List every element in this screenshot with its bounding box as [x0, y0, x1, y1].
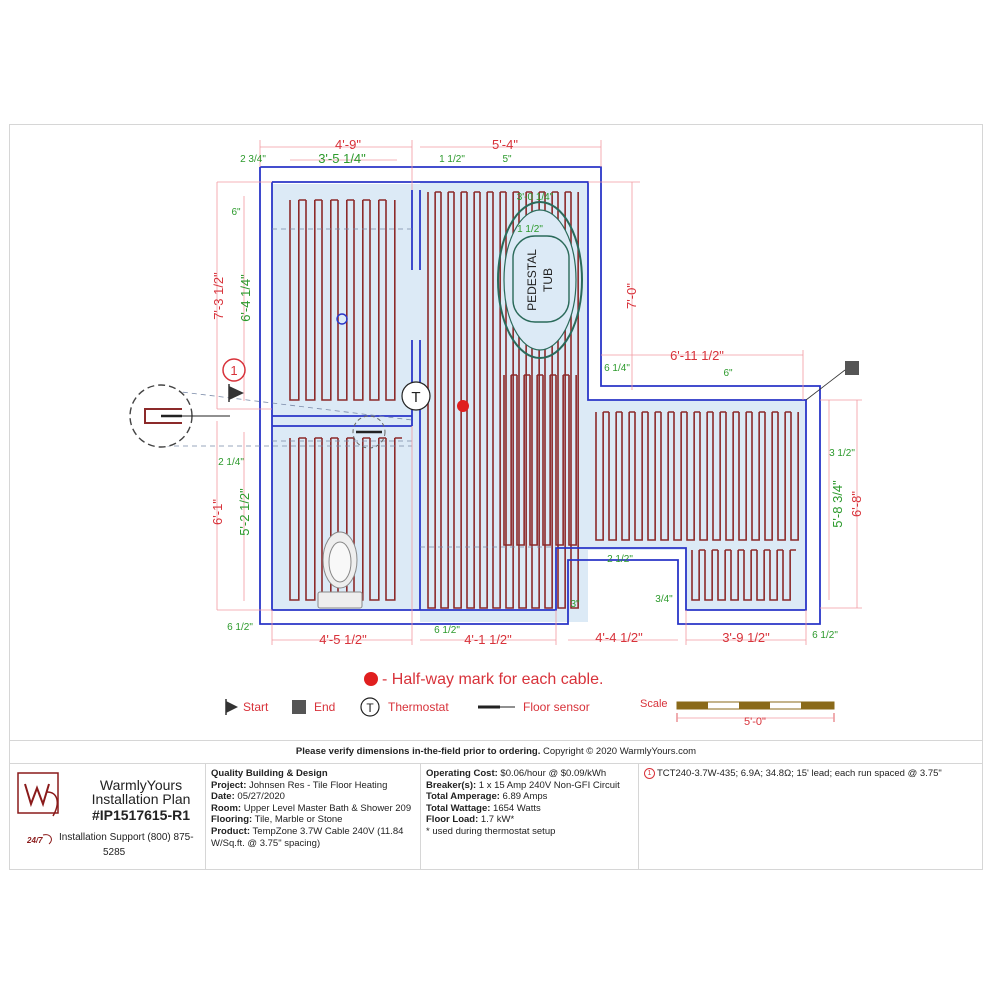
svg-text:4'-1 1/2": 4'-1 1/2" — [464, 632, 512, 647]
room-value: Upper Level Master Bath & Shower 209 — [241, 802, 412, 814]
cable-end-leader — [805, 369, 846, 401]
svg-text:5": 5" — [502, 154, 512, 165]
svg-text:2 1/4": 2 1/4" — [218, 457, 244, 468]
svg-text:6 1/2": 6 1/2" — [812, 630, 838, 641]
dimension-lines — [216, 140, 862, 645]
cable-run — [289, 199, 396, 401]
flooring-value: Tile, Marble or Stone — [252, 814, 343, 826]
amperage-value: 6.89 Amps — [499, 791, 548, 803]
scale-length: 5'-0" — [744, 716, 766, 728]
svg-text:3": 3" — [570, 599, 580, 610]
svg-text:5'-4": 5'-4" — [492, 137, 518, 152]
svg-text:4'-4 1/2": 4'-4 1/2" — [595, 630, 643, 645]
cable-run — [503, 374, 577, 546]
svg-text:3'-0 1/4": 3'-0 1/4" — [517, 192, 554, 203]
halfway-mark — [457, 400, 469, 412]
legend-thermostat-icon: T — [360, 697, 380, 717]
dimension-labels: 4'-9" 5'-4" 3'-5 1/4" 2 3/4" 1 1/2" 5" 3… — [210, 137, 864, 647]
svg-text:T: T — [366, 701, 374, 715]
pedestal-tub: PEDESTAL TUB — [497, 201, 583, 359]
cable-end-marker — [845, 361, 859, 375]
cable-number: 1 — [644, 768, 655, 779]
cable-run — [691, 549, 796, 601]
cost-value: $0.06/hour @ $0.09/kWh — [497, 768, 607, 779]
svg-text:2 3/4": 2 3/4" — [240, 154, 266, 165]
tub-label-line2: TUB — [541, 268, 555, 292]
setup-note: * used during thermostat setup — [426, 825, 556, 837]
svg-text:1 1/2": 1 1/2" — [439, 154, 465, 165]
brand-block: WarmlyYours Installation Plan #IP1517615… — [9, 764, 206, 870]
svg-text:6": 6" — [231, 207, 241, 218]
svg-text:4'-9": 4'-9" — [335, 137, 361, 152]
verify-notice: Please verify dimensions in-the-field pr… — [9, 740, 983, 764]
plan-id: #IP1517615-R1 — [91, 807, 191, 823]
svg-text:3'-5 1/4": 3'-5 1/4" — [318, 151, 366, 166]
breaker-value: 1 x 15 Amp 240V Non-GFI Circuit — [476, 779, 620, 791]
svg-text:6 1/2": 6 1/2" — [227, 622, 253, 633]
shower-drain — [336, 313, 348, 325]
legend-floor-sensor-text: Floor sensor — [523, 700, 590, 714]
tub-label-line1: PEDESTAL — [525, 249, 539, 311]
svg-text:6'-1": 6'-1" — [210, 499, 225, 525]
legend-start-icon — [225, 699, 238, 715]
svg-text:5'-2 1/2": 5'-2 1/2" — [237, 488, 252, 536]
svg-text:6'-8": 6'-8" — [849, 491, 864, 517]
cable-run — [427, 191, 579, 609]
legend-end-icon — [292, 700, 306, 714]
svg-text:T: T — [411, 389, 420, 406]
support-24-7-icon: 24/7 — [27, 834, 52, 845]
svg-text:5'-8 3/4": 5'-8 3/4" — [830, 480, 845, 528]
svg-text:6 1/4": 6 1/4" — [604, 363, 630, 374]
start-detail-callout — [129, 384, 230, 448]
svg-text:6'-11 1/2": 6'-11 1/2" — [670, 348, 724, 363]
electrical-info: Operating Cost: $0.06/hour @ $0.09/kWh B… — [421, 764, 639, 870]
svg-text:6": 6" — [723, 368, 733, 379]
legend-start-text: Start — [243, 700, 269, 714]
reference-lines — [164, 228, 556, 548]
svg-text:4'-5 1/2": 4'-5 1/2" — [319, 632, 367, 647]
project-value: Johnsen Res - Tile Floor Heating — [246, 779, 388, 791]
svg-text:24/7: 24/7 — [27, 836, 43, 845]
svg-text:3'-9 1/2": 3'-9 1/2" — [722, 630, 770, 645]
legend-end-text: End — [314, 700, 335, 714]
scale-label: Scale — [640, 698, 668, 710]
company-name: Quality Building & Design — [211, 768, 328, 779]
legend-halfway-text: - Half-way mark for each cable. — [382, 671, 603, 688]
load-value: 1.7 kW* — [478, 814, 515, 826]
legend-halfway-dot — [364, 672, 378, 686]
floor-sensor-marker — [352, 415, 386, 449]
support-line2: 5285 — [103, 847, 126, 858]
svg-text:6'-4 1/4": 6'-4 1/4" — [238, 274, 253, 322]
project-info: Quality Building & Design Project: Johns… — [206, 764, 421, 870]
cable-run — [595, 411, 799, 541]
svg-text:1 1/2": 1 1/2" — [517, 224, 543, 235]
thermostat-symbol: T — [401, 381, 431, 411]
svg-text:1: 1 — [230, 363, 237, 378]
svg-text:3 1/2": 3 1/2" — [829, 448, 855, 459]
svg-text:6 1/2": 6 1/2" — [434, 625, 460, 636]
verify-text: Please verify dimensions in-the-field pr… — [295, 746, 541, 757]
plan-frame — [9, 124, 983, 870]
svg-text:3/4": 3/4" — [655, 594, 673, 605]
support-line1: Installation Support (800) 875- — [59, 832, 194, 843]
brand-name-line1: WarmlyYours — [99, 777, 183, 793]
cable-spec-text: TCT240-3.7W-435; 6.9A; 34.8Ω; 15' lead; … — [657, 768, 942, 780]
svg-text:7'-3 1/2": 7'-3 1/2" — [211, 272, 226, 320]
svg-text:2 1/2": 2 1/2" — [607, 554, 633, 565]
toilet — [317, 531, 363, 609]
scale-bar — [676, 701, 835, 722]
legend-thermostat-text: Thermostat — [388, 700, 449, 714]
date-value: 05/27/2020 — [234, 791, 285, 803]
warmlyyours-logo — [17, 772, 59, 817]
product-value: TempZone 3.7W Cable 240V (11.84 W/Sq.ft.… — [211, 825, 404, 849]
legend: - Half-way mark for each cable. Start En… — [225, 671, 835, 728]
wattage-value: 1654 Watts — [490, 802, 541, 814]
svg-text:7'-0": 7'-0" — [624, 283, 639, 309]
copyright-text: Copyright © 2020 WarmlyYours.com — [540, 746, 697, 757]
brand-name-line2: Installation Plan — [91, 791, 191, 807]
cable-start-marker: 1 — [222, 358, 246, 402]
